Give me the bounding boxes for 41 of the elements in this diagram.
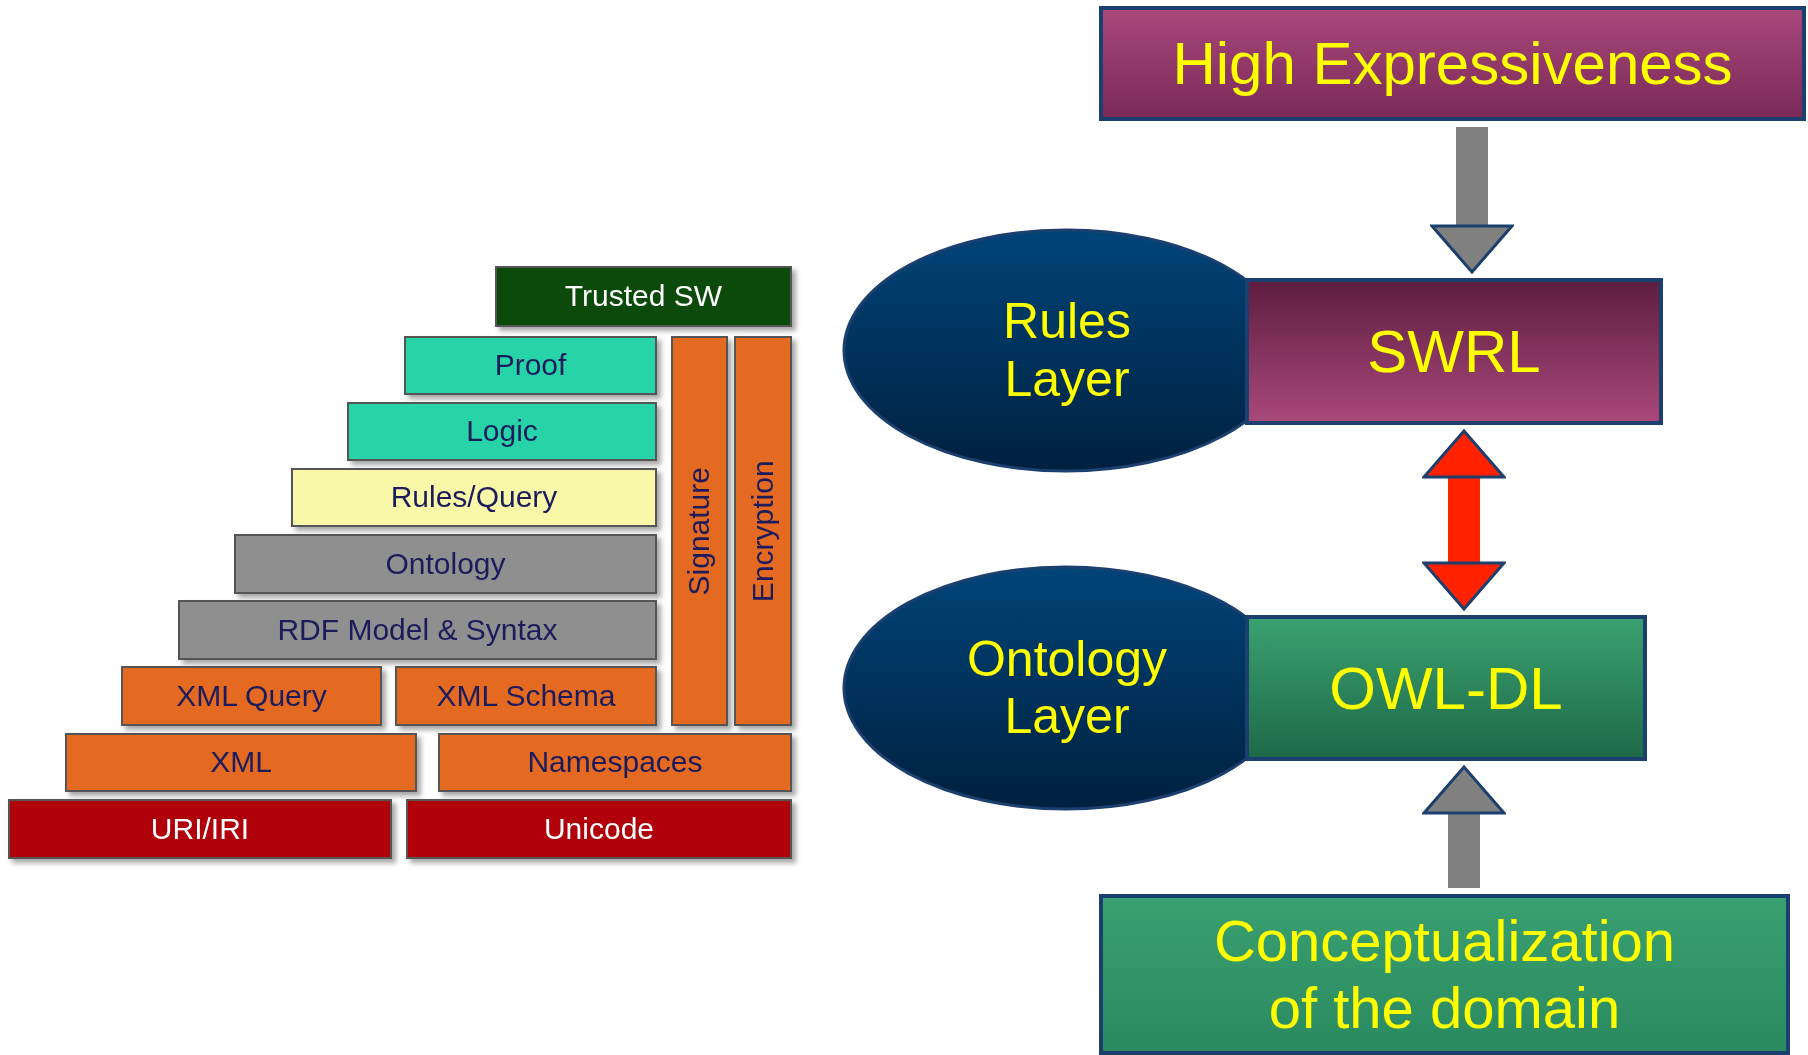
layer-bar xyxy=(347,402,657,461)
layer-bar xyxy=(406,799,792,859)
vertical-layer-bar xyxy=(734,336,792,726)
layer-bar xyxy=(495,266,792,327)
layer-label: Rules/Query xyxy=(390,480,558,515)
layer-label: Signature xyxy=(682,466,717,596)
layer-label: Ontology xyxy=(385,546,506,582)
layer-bar xyxy=(404,336,657,395)
layer-label: Conceptualization of the domain xyxy=(1212,907,1677,1042)
vertical-layer-bar xyxy=(671,336,728,726)
layer-label: Unicode xyxy=(543,811,655,847)
double-arrow xyxy=(1422,429,1506,611)
layer-bar xyxy=(65,733,417,792)
layer-label: Namespaces xyxy=(527,745,703,780)
language-box xyxy=(1245,278,1663,425)
arrow xyxy=(1430,127,1514,274)
layer-label: SWRL xyxy=(1367,317,1541,386)
layer-bar xyxy=(8,799,392,859)
title-box xyxy=(1099,6,1806,121)
layer-label: OWL-DL xyxy=(1329,653,1563,723)
layer-label: Encryption xyxy=(745,460,780,602)
layer-label: High Expressiveness xyxy=(1172,29,1733,98)
layer-label: Logic xyxy=(466,414,538,449)
layer-bar xyxy=(395,666,657,726)
arrow xyxy=(1422,765,1506,888)
layer-label: URI/IRI xyxy=(150,811,250,847)
layer-label: RDF Model & Syntax xyxy=(277,612,558,648)
layer-label: XML Query xyxy=(176,678,327,714)
layer-label: Rules Layer xyxy=(1002,293,1132,408)
layer-label: XML xyxy=(210,745,272,780)
layer-label: Proof xyxy=(494,348,567,383)
layer-label: Trusted SW xyxy=(564,279,723,314)
language-box xyxy=(1245,615,1647,761)
layer-label: Ontology Layer xyxy=(965,630,1169,746)
layer-bar xyxy=(178,600,657,660)
layer-bar xyxy=(291,468,657,527)
layer-bar xyxy=(438,733,792,792)
title-box xyxy=(1099,894,1790,1055)
layer-bar xyxy=(121,666,382,726)
layer-label: XML Schema xyxy=(436,678,616,714)
layer-bar xyxy=(234,534,657,594)
